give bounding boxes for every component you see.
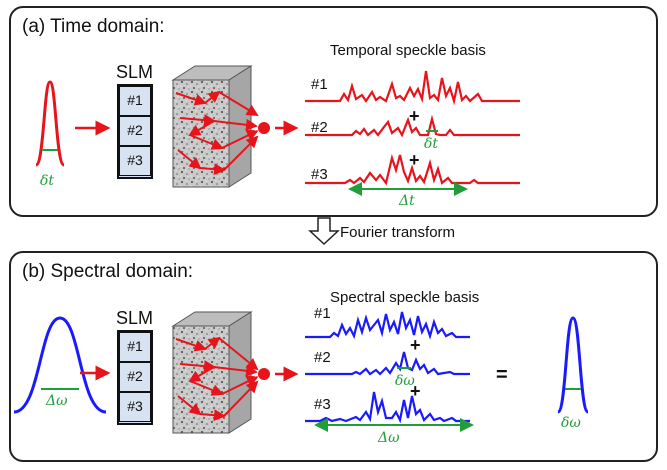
focus-point-a bbox=[258, 122, 270, 134]
plus-sign-b-1: + bbox=[410, 335, 421, 355]
spectral-domain-title: (b) Spectral domain: bbox=[22, 261, 194, 282]
spectral-trace-2 bbox=[305, 351, 470, 376]
slm-label-a: SLM bbox=[116, 62, 154, 82]
focus-point-b bbox=[258, 368, 270, 380]
spectral-trace-1-label: #1 bbox=[314, 305, 331, 322]
slm-b-cell-2: #2 bbox=[119, 362, 151, 392]
input-time-pulse bbox=[34, 80, 66, 167]
spectral-basis-title: Spectral speckle basis bbox=[330, 289, 480, 306]
slm-b: #1 #2 #3 bbox=[117, 330, 153, 425]
temporal-trace-3 bbox=[305, 154, 520, 186]
slm-a: #1 #2 #3 bbox=[117, 84, 153, 179]
temporal-span-label: Δt bbox=[399, 193, 415, 209]
spectral-trace-1 bbox=[305, 311, 470, 340]
time-domain-title: (a) Time domain: bbox=[22, 16, 165, 37]
slm-a-cell-1: #1 bbox=[119, 86, 151, 116]
input-time-width-label: δt bbox=[40, 173, 55, 189]
output-spectral-width-label: δω bbox=[561, 415, 581, 431]
temporal-peak-width-label: δt bbox=[424, 136, 439, 152]
scatter-rays-a bbox=[175, 90, 259, 176]
spectral-trace-2-label: #2 bbox=[314, 349, 331, 366]
output-spectral-pulse bbox=[556, 316, 590, 414]
equals-sign: = bbox=[496, 364, 508, 386]
temporal-trace-2 bbox=[305, 114, 520, 138]
spectral-trace-3-label: #3 bbox=[314, 396, 331, 413]
temporal-trace-1 bbox=[305, 70, 520, 106]
spectral-peak-width-label: δω bbox=[395, 373, 415, 389]
slm-a-cell-2: #2 bbox=[119, 116, 151, 146]
slm-b-cell-1: #1 bbox=[119, 332, 151, 362]
scatter-rays-b bbox=[175, 336, 259, 422]
spectral-span-label: Δω bbox=[378, 430, 400, 446]
input-spectral-width-label: Δω bbox=[46, 393, 68, 409]
input-spectral-pulse bbox=[13, 316, 107, 414]
slm-a-cell-3: #3 bbox=[119, 146, 151, 176]
plus-sign-a-1: + bbox=[409, 106, 420, 126]
fourier-transform-label: Fourier transform bbox=[340, 224, 456, 241]
slm-label-b: SLM bbox=[116, 308, 154, 328]
temporal-basis-title: Temporal speckle basis bbox=[330, 42, 486, 59]
temporal-trace-2-label: #2 bbox=[311, 119, 328, 136]
temporal-trace-1-label: #1 bbox=[311, 76, 328, 93]
slm-b-cell-3: #3 bbox=[119, 392, 151, 422]
plus-sign-a-2: + bbox=[409, 150, 420, 170]
fourier-transform-arrow bbox=[308, 217, 340, 246]
plus-sign-b-2: + bbox=[410, 381, 421, 401]
temporal-trace-3-label: #3 bbox=[311, 166, 328, 183]
